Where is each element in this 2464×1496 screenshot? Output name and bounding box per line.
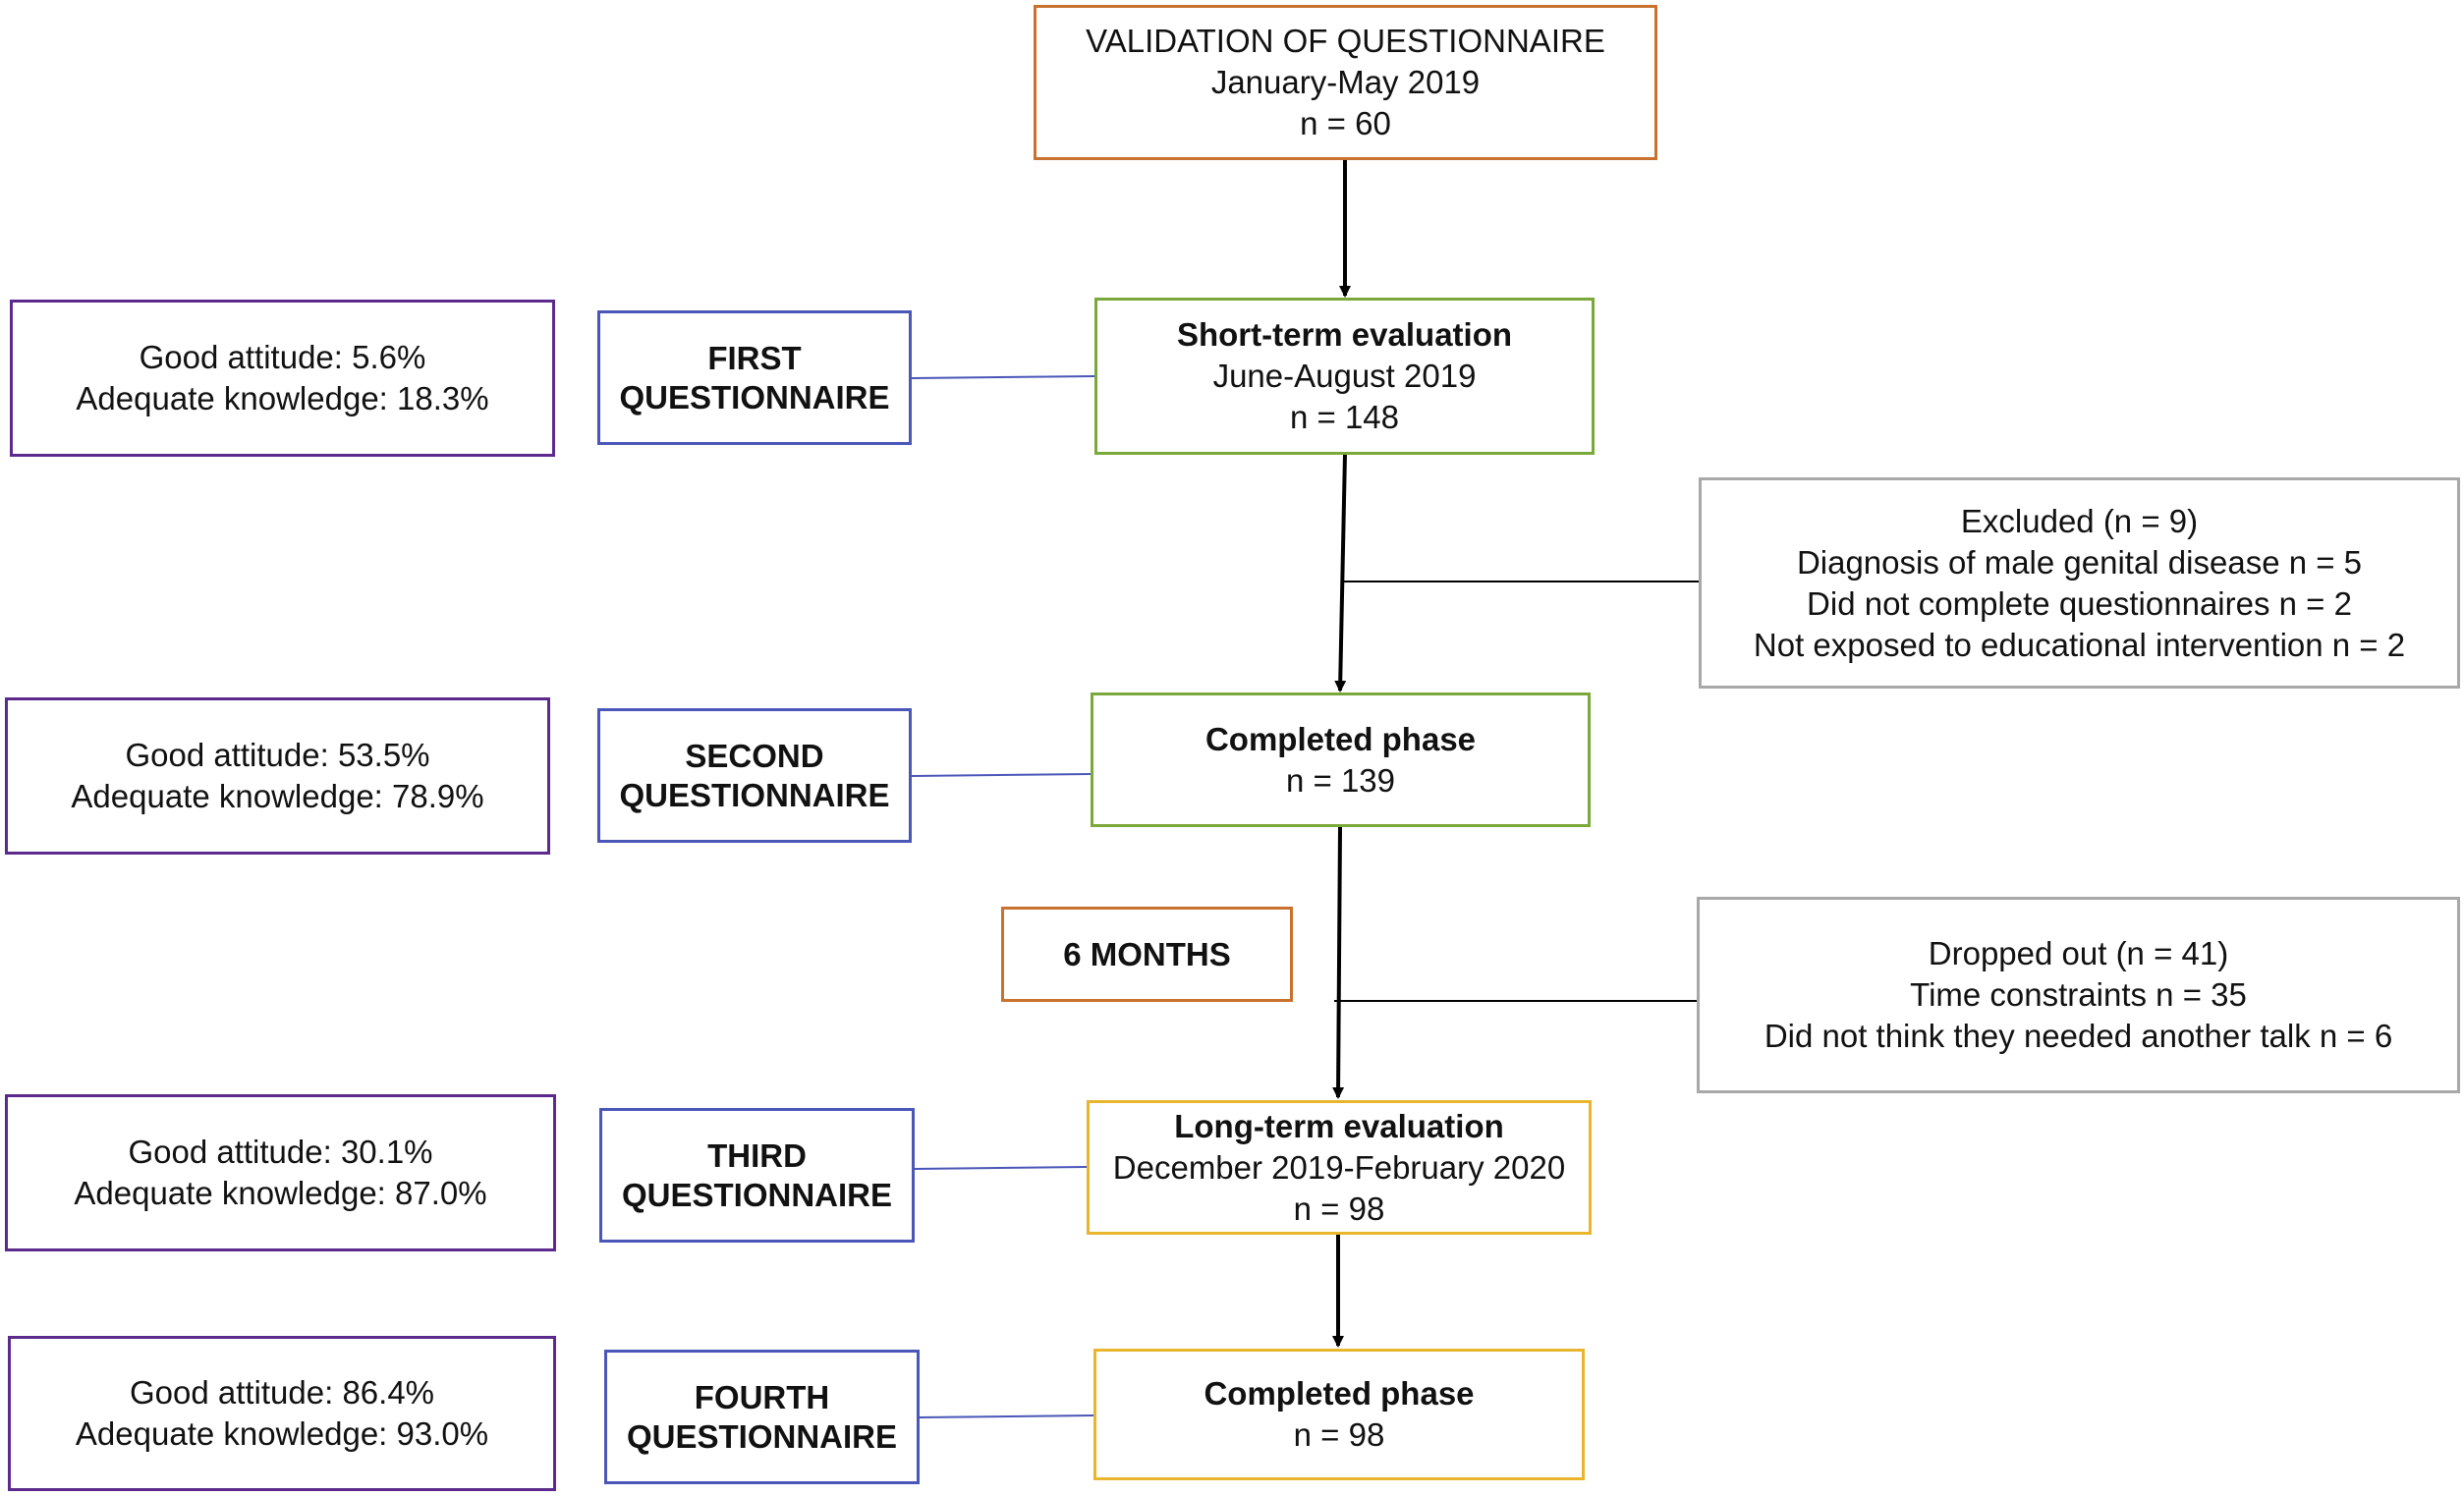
adequate-knowledge-value: Adequate knowledge: 93.0% (75, 1415, 489, 1452)
validation-title: VALIDATION OF QUESTIONNAIRE (1086, 23, 1605, 59)
good-attitude-value: Good attitude: 30.1% (128, 1134, 433, 1170)
questionnaire-word: QUESTIONNAIRE (619, 378, 890, 416)
excluded-reason-2: Did not complete questionnaires n = 2 (1807, 584, 2352, 622)
result-box-second: Good attitude: 53.5% Adequate knowledge:… (5, 697, 550, 855)
arrow-completed-to-long-term (1332, 826, 1345, 1099)
dropped-out-box: Dropped out (n = 41) Time constraints n … (1697, 897, 2460, 1093)
excluded-reason-1: Diagnosis of male genital disease n = 5 (1796, 543, 2363, 581)
completed-phase-box-1: Completed phase n = 139 (1091, 693, 1591, 827)
excluded-box: Excluded (n = 9) Diagnosis of male genit… (1699, 477, 2460, 689)
adequate-knowledge-value: Adequate knowledge: 78.9% (71, 778, 484, 814)
dropped-out-reason-2: Did not think they needed another talk n… (1764, 1018, 2393, 1054)
completed-phase-count-1: n = 139 (1285, 761, 1396, 799)
completed-phase-box-2: Completed phase n = 98 (1093, 1349, 1585, 1480)
second-questionnaire-link (911, 773, 1092, 777)
excluded-reason-3: Not exposed to educational intervention … (1753, 626, 2406, 663)
questionnaire-ordinal: FOURTH (694, 1378, 830, 1415)
fourth-questionnaire-link (919, 1414, 1094, 1418)
excluded-title: Excluded (n = 9) (1960, 502, 2199, 539)
adequate-knowledge-value: Adequate knowledge: 87.0% (74, 1175, 487, 1211)
short-term-dates: June-August 2019 (1212, 358, 1477, 394)
first-questionnaire-link (911, 375, 1095, 379)
good-attitude-value: Good attitude: 53.5% (125, 737, 430, 773)
adequate-knowledge-value: Adequate knowledge: 18.3% (76, 380, 489, 416)
validation-dates: January-May 2019 (1210, 64, 1481, 100)
result-box-fourth: Good attitude: 86.4% Adequate knowledge:… (8, 1336, 556, 1491)
result-box-third: Good attitude: 30.1% Adequate knowledge:… (5, 1094, 556, 1251)
questionnaire-word: QUESTIONNAIRE (626, 1417, 898, 1455)
six-months-box: 6 MONTHS (1001, 907, 1293, 1002)
short-term-box: Short-term evaluation June-August 2019 n… (1094, 298, 1595, 455)
questionnaire-word: QUESTIONNAIRE (619, 776, 890, 813)
questionnaire-ordinal: SECOND (685, 737, 824, 774)
six-months-label: 6 MONTHS (1063, 935, 1231, 972)
completed-phase-count-2: n = 98 (1293, 1416, 1385, 1453)
arrow-short-term-to-completed (1334, 453, 1347, 693)
long-term-box: Long-term evaluation December 2019-Febru… (1087, 1100, 1592, 1235)
questionnaire-box-third: THIRD QUESTIONNAIRE (599, 1108, 915, 1243)
good-attitude-value: Good attitude: 5.6% (139, 339, 426, 375)
questionnaire-ordinal: THIRD (707, 1136, 807, 1174)
questionnaire-word: QUESTIONNAIRE (621, 1176, 893, 1213)
short-term-count: n = 148 (1289, 399, 1400, 435)
questionnaire-box-second: SECOND QUESTIONNAIRE (597, 708, 912, 843)
validation-count: n = 60 (1300, 105, 1391, 141)
dropped-out-reason-1: Time constraints n = 35 (1910, 976, 2247, 1013)
dropped-out-title: Dropped out (n = 41) (1928, 935, 2229, 971)
good-attitude-value: Good attitude: 86.4% (129, 1374, 435, 1411)
questionnaire-box-fourth: FOURTH QUESTIONNAIRE (604, 1350, 920, 1484)
completed-phase-title-1: Completed phase (1204, 720, 1477, 757)
validation-box: VALIDATION OF QUESTIONNAIRE January-May … (1034, 5, 1657, 160)
result-box-first: Good attitude: 5.6% Adequate knowledge: … (10, 300, 555, 457)
short-term-title: Short-term evaluation (1176, 316, 1513, 353)
long-term-title: Long-term evaluation (1174, 1107, 1504, 1144)
third-questionnaire-link (914, 1166, 1088, 1170)
long-term-count: n = 98 (1293, 1190, 1385, 1227)
long-term-dates: December 2019-February 2020 (1112, 1148, 1566, 1186)
questionnaire-ordinal: FIRST (707, 339, 802, 376)
completed-phase-title-2: Completed phase (1204, 1375, 1475, 1412)
questionnaire-box-first: FIRST QUESTIONNAIRE (597, 310, 912, 445)
